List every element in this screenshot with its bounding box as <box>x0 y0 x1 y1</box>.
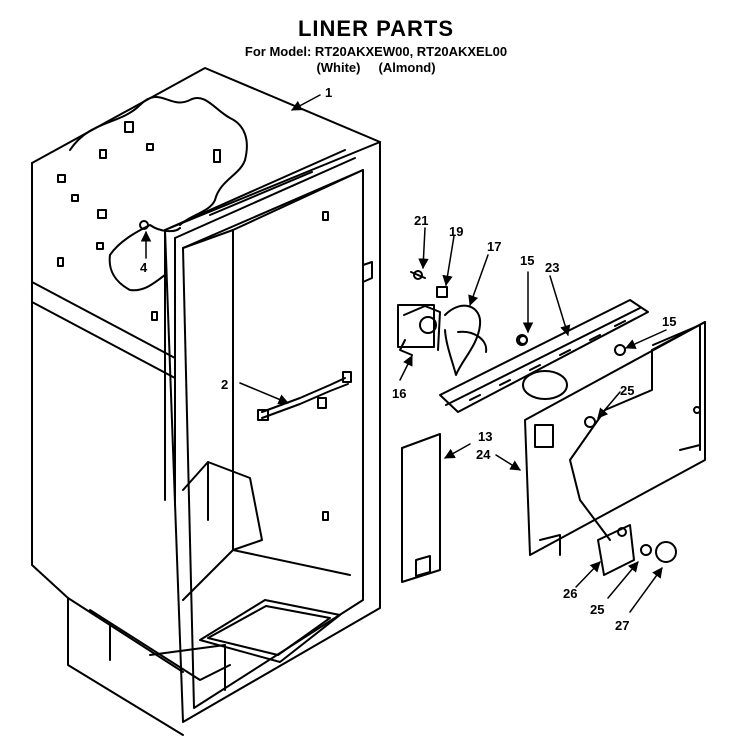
callout-25a: 25 <box>620 383 634 398</box>
callout-16: 16 <box>392 386 406 401</box>
variant-line: (White) (Almond) <box>0 60 752 75</box>
variant-almond: (Almond) <box>378 60 436 75</box>
callout-labels: 1 2 4 13 15 15 16 17 19 21 23 24 25 25 2… <box>140 85 676 633</box>
small-parts <box>516 334 677 576</box>
callout-23: 23 <box>545 260 559 275</box>
callout-2: 2 <box>221 377 228 392</box>
callout-26: 26 <box>563 586 577 601</box>
callout-19: 19 <box>449 224 463 239</box>
callout-13: 13 <box>478 429 492 444</box>
liner-part-1 <box>31 67 381 736</box>
callout-24: 24 <box>476 447 491 462</box>
callout-leaders <box>140 94 667 613</box>
callout-21: 21 <box>414 213 428 228</box>
variant-white: (White) <box>316 60 361 75</box>
rear-panel-part-24 <box>524 321 706 556</box>
diagram-title: LINER PARTS <box>297 16 455 41</box>
callout-15b: 15 <box>662 314 676 329</box>
callout-27: 27 <box>615 618 629 633</box>
control-housing-part-13 <box>401 433 441 583</box>
callout-25b: 25 <box>590 602 604 617</box>
callout-15a: 15 <box>520 253 534 268</box>
callout-1: 1 <box>325 85 332 100</box>
model-line: For Model: RT20AKXEW00, RT20AKXEL00 <box>244 44 508 59</box>
wiring-harness-part-2 <box>257 371 352 421</box>
callout-17: 17 <box>487 239 501 254</box>
callout-4: 4 <box>140 260 148 275</box>
fan-motor-assembly <box>397 270 488 376</box>
